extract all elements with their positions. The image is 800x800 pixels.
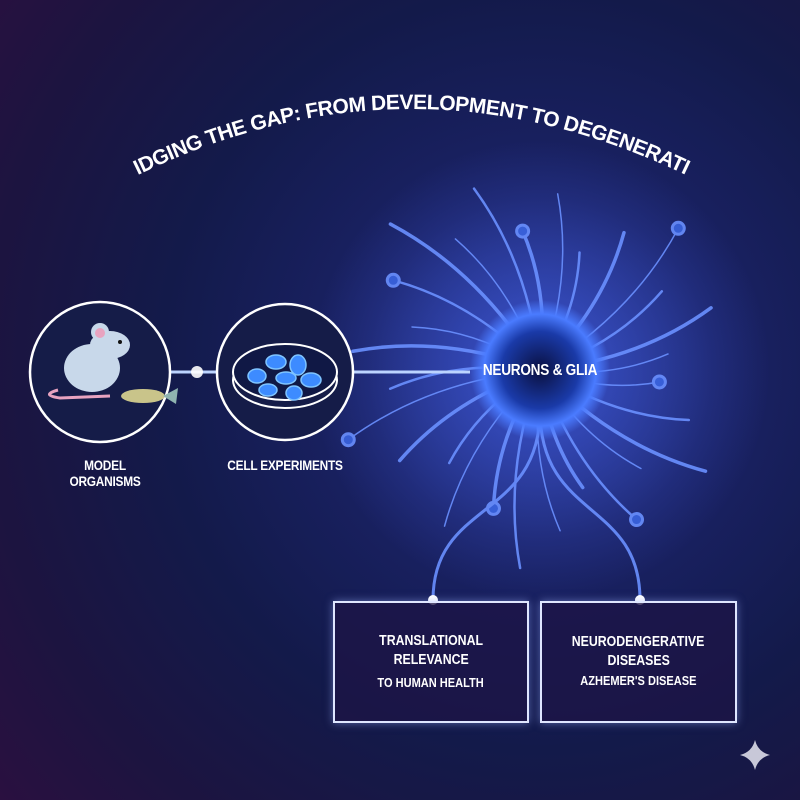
box-line: DISEASES	[607, 653, 670, 669]
box-line: NEURODENGERATIVE	[572, 634, 705, 650]
axon	[538, 408, 642, 602]
neurodegenerative-diseases-box: NEURODENGERATIVE DISEASES AZHEMER'S DISE…	[540, 601, 737, 723]
neuron-soma	[470, 300, 610, 440]
satellite-neuron	[385, 272, 401, 288]
satellite-neuron	[629, 512, 645, 528]
satellite-neuron	[515, 223, 531, 239]
satellite-neuron	[670, 220, 686, 236]
translational-relevance-box: TRANSLATIONAL RELEVANCE TO HUMAN HEALTH	[333, 601, 529, 723]
neurons-glia-label: NEURONS & GLIA	[482, 362, 598, 379]
sparkle-icon	[740, 740, 770, 770]
model-organisms-label: MODEL ORGANISMS	[69, 457, 141, 489]
axon	[431, 408, 542, 602]
connector-glow	[191, 366, 203, 378]
box-line: RELEVANCE	[393, 651, 469, 668]
box-line: AZHEMER'S DISEASE	[580, 673, 697, 688]
satellite-neuron	[340, 432, 356, 448]
petri-dish-icon	[232, 343, 338, 409]
mouse-icon	[48, 323, 130, 400]
box-line: TO HUMAN HEALTH	[377, 674, 485, 690]
cell-experiments-label: CELL EXPERIMENTS	[227, 457, 343, 473]
box-line: TRANSLATIONAL	[379, 632, 483, 649]
fish-icon	[121, 388, 178, 404]
satellite-neuron	[651, 374, 667, 390]
